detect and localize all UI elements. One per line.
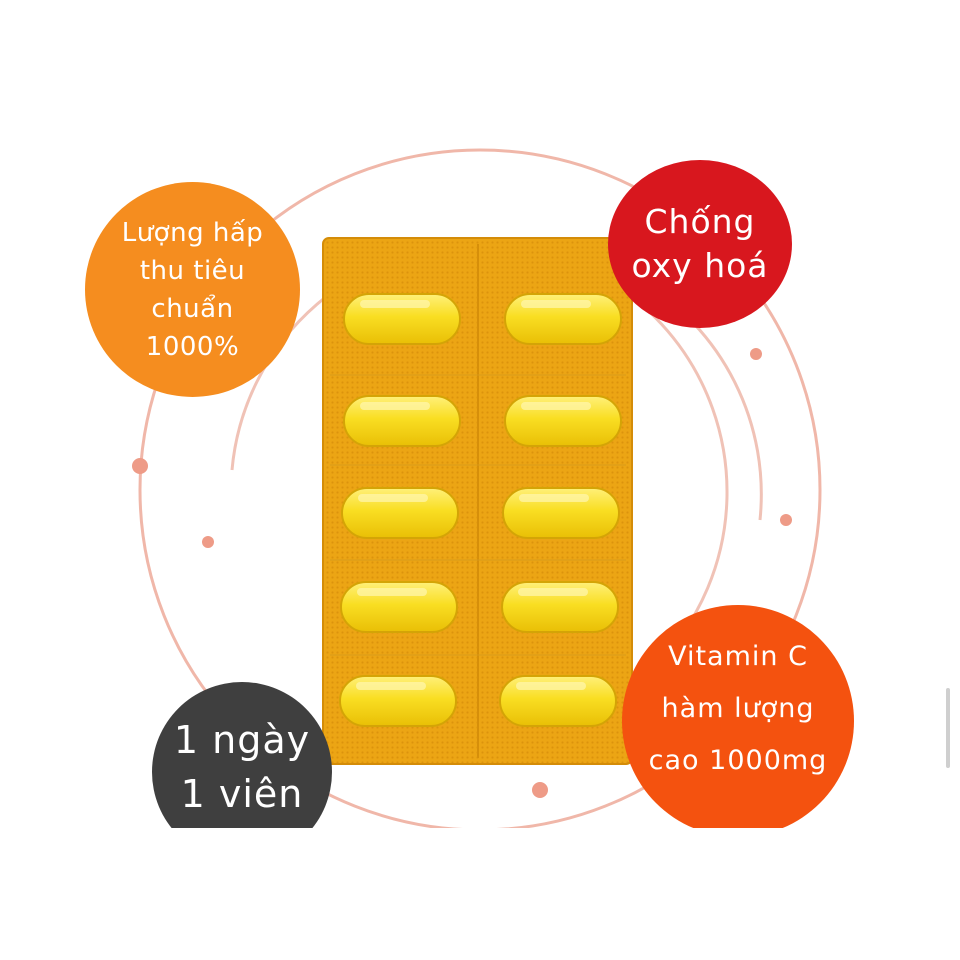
- absorption-line-2: thu tiêu: [139, 255, 246, 286]
- antioxidant-line-2: oxy hoá: [631, 246, 769, 285]
- bottom-whitespace: [0, 828, 960, 960]
- antioxidant-badge-text: Chống oxy hoá: [631, 200, 768, 288]
- ring-dot: [202, 536, 214, 548]
- dosage-line-1: 1 ngày: [173, 718, 311, 762]
- antioxidant-badge: Chống oxy hoá: [608, 160, 792, 328]
- antioxidant-line-1: Chống: [644, 202, 756, 241]
- absorption-badge: Lượng hấp thu tiêu chuẩn 1000%: [85, 182, 300, 397]
- ring-dot: [780, 514, 792, 526]
- vitamin-line-2: hàm lượng: [661, 693, 815, 724]
- absorption-line-3: chuẩn: [151, 293, 234, 324]
- scrollbar-thumb[interactable]: [946, 688, 950, 768]
- vitamin-line-1: Vitamin C: [668, 641, 808, 672]
- ring-dot: [132, 458, 148, 474]
- absorption-line-4: 1000%: [145, 331, 240, 362]
- ring-dot: [750, 348, 762, 360]
- ring-dot: [532, 782, 548, 798]
- vitamin-c-badge: Vitamin C hàm lượng cao 1000mg: [622, 605, 854, 837]
- vitamin-line-3: cao 1000mg: [648, 745, 828, 776]
- vitamin-c-badge-text: Vitamin C hàm lượng cao 1000mg: [649, 631, 828, 787]
- dosage-badge-text: 1 ngày 1 viên: [174, 713, 310, 821]
- absorption-line-1: Lượng hấp: [121, 217, 264, 248]
- dosage-line-2: 1 viên: [180, 772, 304, 816]
- absorption-badge-text: Lượng hấp thu tiêu chuẩn 1000%: [122, 214, 264, 366]
- tablets: [339, 293, 622, 727]
